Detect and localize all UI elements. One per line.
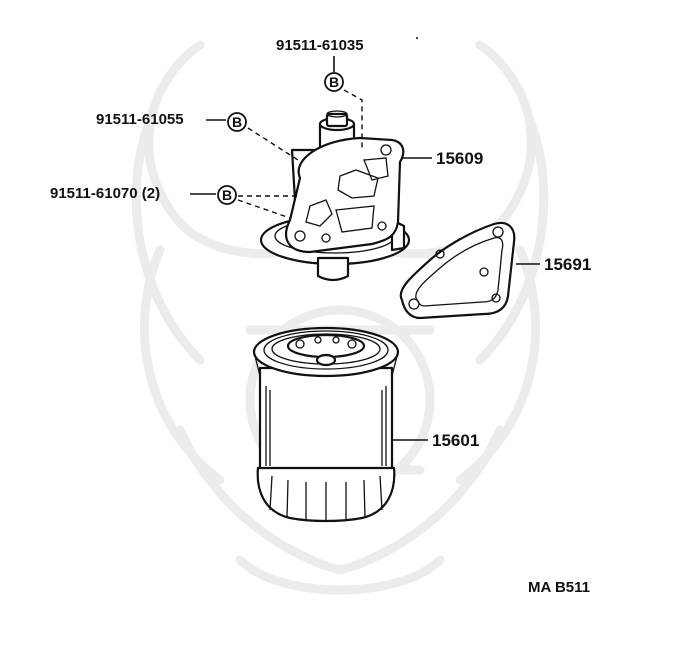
figure-code: MA B511 bbox=[528, 579, 590, 596]
label-15691: 15691 bbox=[544, 255, 591, 274]
label-91511-61070: 91511-61070 (2) bbox=[50, 185, 160, 202]
label-15609: 15609 bbox=[436, 149, 483, 168]
svg-text:B: B bbox=[222, 187, 232, 203]
gasket-15691 bbox=[399, 221, 516, 320]
filter-bracket-15609 bbox=[259, 110, 411, 282]
svg-text:B: B bbox=[232, 114, 242, 130]
leader-lines bbox=[190, 56, 540, 441]
speck bbox=[416, 37, 418, 39]
badge-91511-61070: B bbox=[217, 185, 237, 205]
svg-text:B: B bbox=[329, 74, 339, 90]
badge-91511-61055: B bbox=[227, 112, 247, 132]
badge-91511-61035: B bbox=[324, 72, 344, 92]
label-91511-61035: 91511-61035 bbox=[276, 37, 364, 54]
label-15601: 15601 bbox=[432, 431, 479, 450]
oil-filter-15601 bbox=[252, 326, 400, 523]
label-91511-61055: 91511-61055 bbox=[96, 111, 184, 128]
